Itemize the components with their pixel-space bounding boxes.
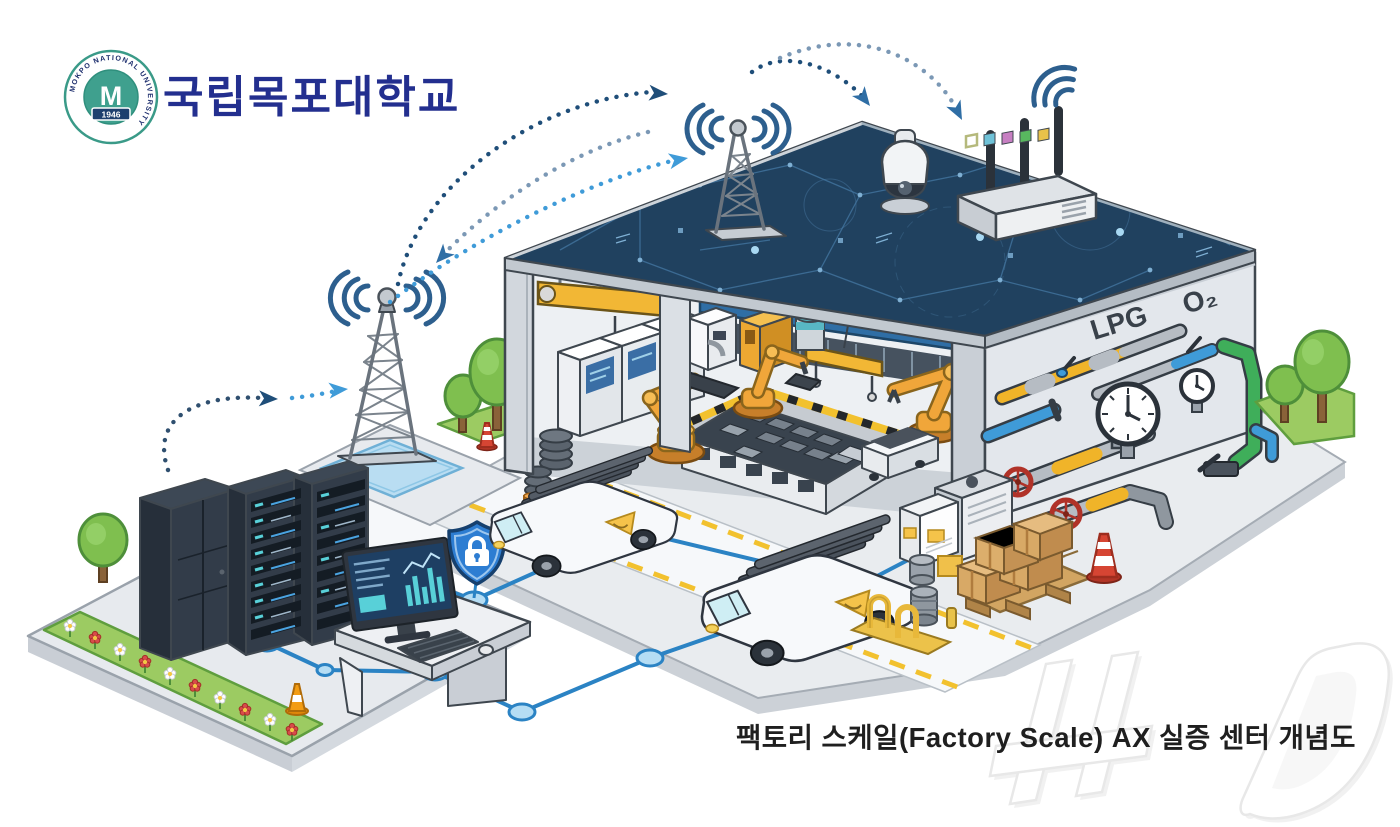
column <box>503 256 535 476</box>
lock-icon <box>465 536 489 566</box>
spreader-beam <box>804 344 884 378</box>
control-desk <box>333 536 532 717</box>
pressure-gauge-small <box>1179 368 1215 413</box>
tree-left-pad <box>77 512 129 583</box>
wifi-signal-icon <box>1031 64 1078 108</box>
network-node <box>315 663 335 677</box>
wireless-link-arrows <box>161 42 970 473</box>
seal-monogram: M <box>100 81 123 111</box>
mini-bar-chart <box>405 567 445 607</box>
pressure-gauge-large <box>1095 381 1161 459</box>
dispenser-machine <box>687 307 737 371</box>
caption: 팩토리 스케일(Factory Scale) AX 실증 센터 개념도 <box>736 722 1356 753</box>
interior-cart <box>861 427 939 481</box>
radio-waves-icon <box>684 102 792 156</box>
trees-right <box>1253 329 1356 446</box>
robot-arm <box>732 344 823 420</box>
network-node <box>507 702 537 722</box>
university-wordmark: 국립목포대학교 <box>163 73 460 122</box>
mokpo-university-seal: MOKPO NATIONAL UNIVERSITY M 1946 <box>63 49 159 145</box>
news1-watermark <box>988 642 1393 823</box>
communication-tower-roof <box>684 102 792 241</box>
circuit-pattern-roof <box>503 120 1257 349</box>
gas-pipe-wall: LPG O₂ <box>980 250 1279 544</box>
university-logo: MOKPO NATIONAL UNIVERSITY M 1946 국립목포대학교 <box>63 49 460 145</box>
flower-bed <box>42 610 324 746</box>
traffic-cone-left <box>285 683 309 716</box>
monitor <box>341 536 459 644</box>
pallet-boxes <box>955 511 1094 621</box>
seal-year: 1946 <box>102 110 121 120</box>
communication-tower-left <box>327 269 447 466</box>
network-node <box>635 648 665 668</box>
wifi-router <box>956 64 1098 242</box>
mouse <box>478 644 494 656</box>
roof-fascia <box>984 249 1256 349</box>
cardboard-box <box>1011 511 1075 562</box>
guard-rail <box>849 594 953 656</box>
radio-waves-icon <box>327 269 447 327</box>
column <box>659 289 691 453</box>
traffic-cone-striped <box>476 422 498 452</box>
antenna <box>986 106 1063 196</box>
green-pipe <box>1218 340 1260 468</box>
machine-units <box>899 469 1013 577</box>
cctv-dome-camera <box>880 129 930 215</box>
server-cabinet-plain <box>139 478 237 661</box>
traffic-cone-right <box>1086 532 1122 584</box>
